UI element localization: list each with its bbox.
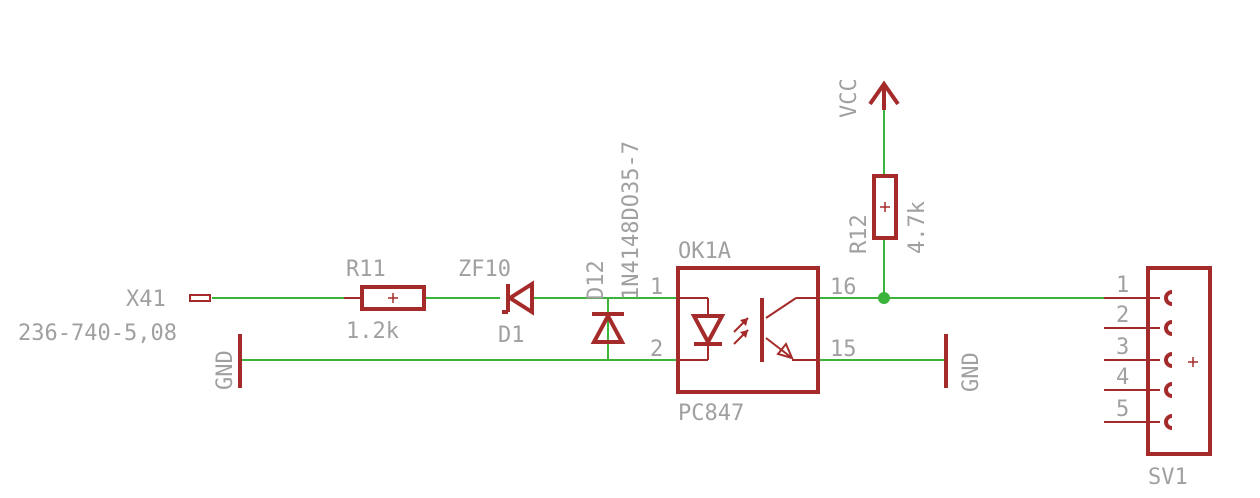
r11-value: 1.2k — [346, 319, 399, 344]
r12-resistor: R12 4.7k — [847, 174, 930, 254]
sv1-connector: SV1 1 2 3 4 5 — [1104, 266, 1212, 490]
sv1-pin: 4 — [1104, 365, 1173, 398]
x41-name: X41 — [126, 287, 166, 312]
gnd-left-label: GND — [213, 350, 238, 390]
sv1-pin-label: 2 — [1116, 303, 1129, 328]
ok1a-pin15-label: 15 — [830, 337, 857, 362]
d12-triangle — [590, 311, 626, 344]
led-triangle — [690, 314, 726, 347]
junction-dot — [878, 292, 890, 304]
vcc-label: VCC — [837, 78, 862, 118]
ok1a-name: OK1A — [678, 239, 731, 264]
ok1a-body — [676, 266, 820, 394]
sv1-pin: 1 — [1104, 273, 1173, 306]
ok1a-pin16-label: 16 — [830, 275, 857, 300]
wires — [212, 108, 1104, 361]
r11-name: R11 — [346, 257, 386, 282]
d12-diode: D12 1N4148DO35-7 — [584, 141, 644, 344]
d12-value: 1N4148DO35-7 — [619, 141, 644, 300]
gnd-right-label: GND — [959, 352, 984, 392]
d1-name: D1 — [498, 323, 525, 348]
sv1-pin-label: 4 — [1116, 365, 1129, 390]
d1-triangle — [506, 280, 534, 316]
vcc-symbol: VCC — [837, 78, 900, 118]
sv1-pin: 2 — [1104, 303, 1173, 336]
r12-body — [872, 174, 898, 240]
ok1a-pin2-label: 2 — [650, 337, 663, 362]
ok1a-pin1-label: 1 — [650, 275, 663, 300]
sv1-pin: 3 — [1104, 335, 1173, 368]
transistor-collector — [765, 297, 797, 319]
sv1-pin: 5 — [1104, 397, 1173, 430]
d1-value: ZF10 — [458, 257, 511, 282]
sv1-pin-label: 3 — [1116, 335, 1129, 360]
light-arrows-icon — [733, 317, 749, 345]
gnd-left-symbol: GND — [213, 334, 242, 390]
d12-name: D12 — [584, 260, 609, 300]
r11-resistor: R11 1.2k — [344, 257, 426, 344]
r12-value: 4.7k — [905, 201, 930, 254]
transistor-emitter — [765, 337, 793, 359]
r12-name: R12 — [847, 214, 872, 254]
ok1a-value: PC847 — [678, 401, 744, 426]
sv1-pin-label: 5 — [1116, 397, 1129, 422]
x41-terminal: X41 236-740-5,08 — [18, 287, 211, 346]
x41-value: 236-740-5,08 — [18, 321, 177, 346]
x41-pad — [189, 294, 211, 302]
ok1a-optocoupler: OK1A PC847 1 2 16 15 — [650, 239, 857, 426]
sv1-pin-label: 1 — [1116, 273, 1129, 298]
d1-zener-diode: ZF10 D1 — [458, 257, 534, 348]
transistor-emitter-arrow — [776, 342, 794, 360]
r11-body — [360, 285, 426, 311]
sv1-name: SV1 — [1148, 465, 1188, 490]
gnd-right-symbol: GND — [944, 334, 984, 392]
